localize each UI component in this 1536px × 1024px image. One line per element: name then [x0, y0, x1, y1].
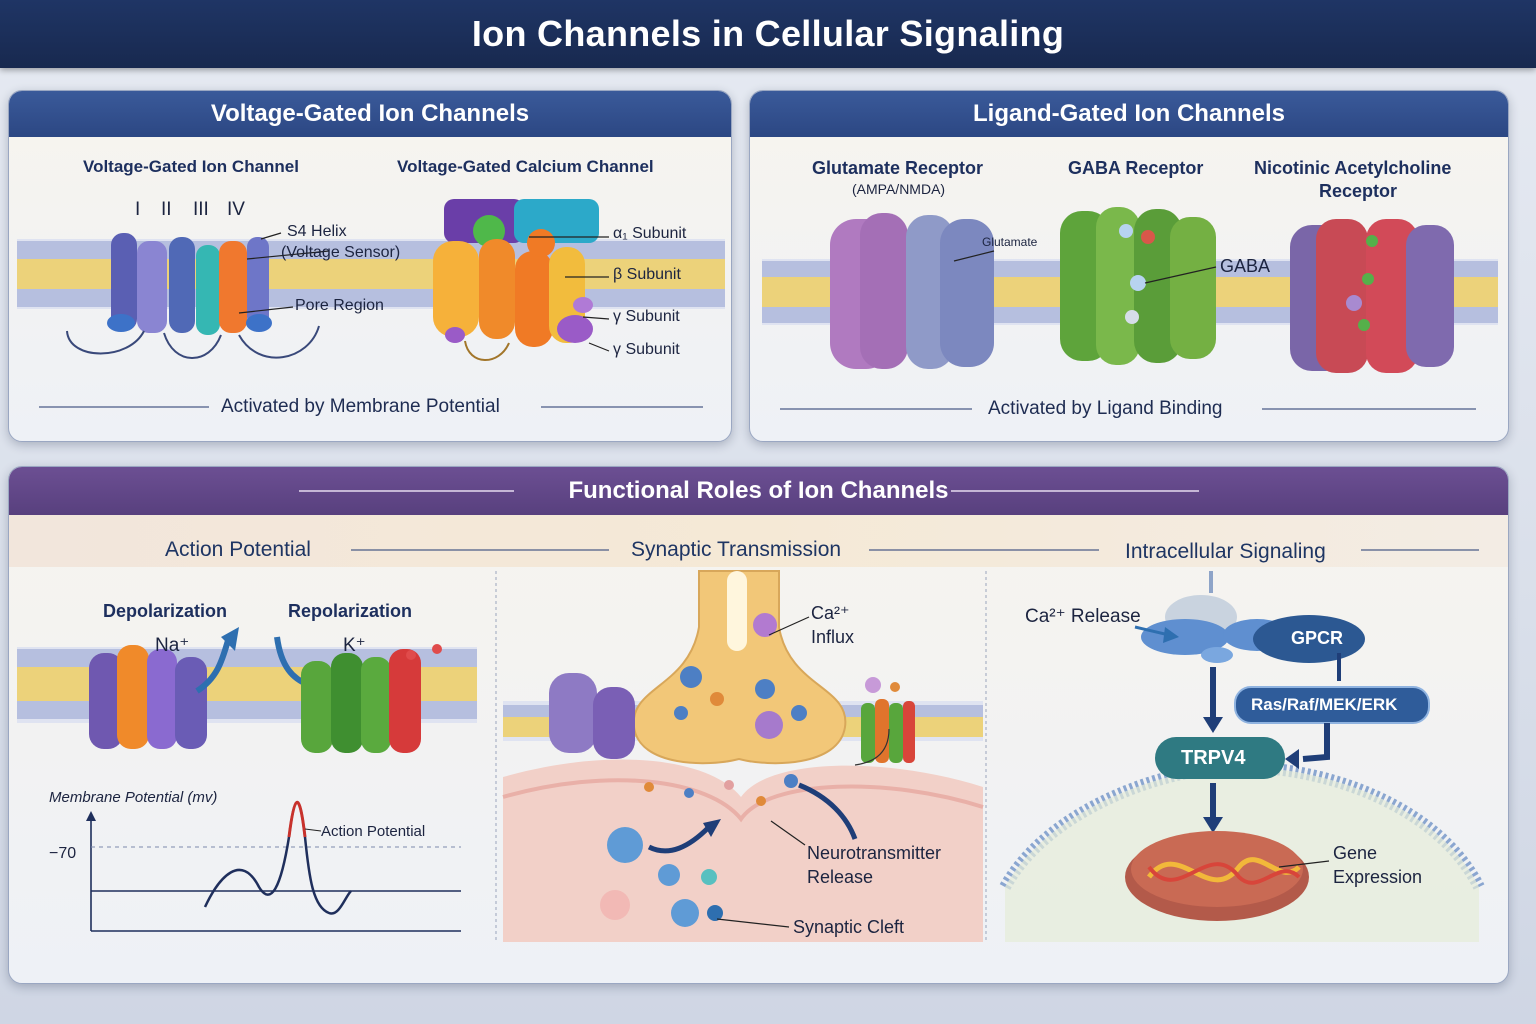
calcium-release-label: Ca²⁺ Release [1025, 606, 1141, 627]
nicotinic-receptor-title: Nicotinic Acetylcholine [1254, 158, 1452, 178]
nicotinic-receptor-title-2: Receptor [1319, 181, 1398, 201]
section-action-potential: Action Potential [165, 538, 311, 561]
gene-expression-label-2: Expression [1333, 867, 1423, 887]
ligand-gated-caption: Activated by Ligand Binding [988, 398, 1223, 419]
voltage-sensor-label: (Voltage Sensor) [281, 244, 401, 261]
gpcr-label: GPCR [1291, 628, 1344, 648]
voltage-gated-illustration [17, 199, 725, 408]
sodium-channel-shape [89, 627, 239, 749]
ligand-gated-illustration [762, 207, 1498, 410]
gaba-receptor-title: GABA Receptor [1068, 158, 1204, 178]
voltage-gated-header: Voltage-Gated Ion Channels [9, 91, 731, 137]
ligand-gated-header: Ligand-Gated Ion Channels [750, 91, 1508, 137]
glutamate-label: Glutamate [982, 235, 1038, 249]
voltage-gated-panel: Voltage-Gated Ion Channels [8, 90, 732, 442]
calcium-influx-label-2: Influx [811, 627, 855, 647]
nicotinic-receptor-shape [1290, 219, 1454, 373]
beta-subunit-label: β Subunit [613, 266, 681, 283]
voltage-gated-channel-shape [66, 233, 320, 359]
pore-region-label: Pore Region [295, 297, 384, 314]
neurotransmitter-label-2: Release [807, 867, 874, 887]
graph-y-axis-label: Membrane Potential (mv) [49, 789, 218, 806]
gaba-receptor-shape [1060, 207, 1216, 365]
domain-label-i: I [135, 199, 141, 220]
glutamate-receptor-title: Glutamate Receptor [812, 158, 984, 178]
voltage-gated-caption: Activated by Membrane Potential [221, 396, 500, 417]
synaptic-channel-left-shape [549, 673, 635, 759]
domain-label-iv: IV [227, 199, 245, 220]
synaptic-channel-right-shape [861, 677, 915, 763]
gaba-label: GABA [1220, 256, 1271, 276]
potassium-ion-label: K⁺ [343, 635, 366, 656]
glutamate-receptor-shape [830, 213, 994, 369]
domain-label-iii: III [193, 199, 209, 220]
domain-label-ii: II [161, 199, 172, 220]
action-potential-annotation: Action Potential [321, 823, 426, 840]
section-synaptic-transmission: Synaptic Transmission [631, 538, 842, 561]
calcium-influx-label: Ca²⁺ [811, 603, 850, 623]
synaptic-cleft-label: Synaptic Cleft [793, 917, 905, 937]
nucleus-dna-shape [1125, 831, 1309, 921]
page-title: Ion Channels in Cellular Signaling [0, 0, 1536, 68]
action-potential-trace [203, 801, 352, 915]
gamma-subunit-label-1: γ Subunit [613, 308, 680, 325]
neurotransmitter-label: Neurotransmitter [807, 843, 942, 863]
functional-roles-header: Functional Roles of Ion Channels [9, 467, 1508, 515]
receptor-complex-shape [1141, 595, 1365, 663]
functional-roles-illustration [17, 490, 1485, 942]
glutamate-receptor-subtitle: (AMPA/NMDA) [852, 181, 946, 197]
ras-pathway-label: Ras/Raf/MEK/ERK [1251, 695, 1398, 714]
calcium-channel-title: Voltage-Gated Calcium Channel [397, 157, 654, 176]
depolarization-label: Depolarization [103, 601, 228, 621]
gene-expression-label: Gene [1333, 843, 1378, 863]
section-intracellular-signaling: Intracellular Signaling [1125, 540, 1326, 563]
graph-tick-label: −70 [49, 845, 77, 862]
s4-helix-label: S4 Helix [287, 223, 347, 240]
gamma-subunit-label-2: γ Subunit [613, 341, 680, 358]
section-strip [9, 515, 1508, 567]
calcium-channel-shape [433, 199, 599, 361]
sodium-ion-label: Na⁺ [155, 635, 190, 656]
trpv4-label: TRPV4 [1181, 747, 1246, 769]
trpv4-box [1155, 737, 1285, 779]
functional-roles-panel: Functional Roles of Ion Channels [8, 466, 1509, 984]
ras-pathway-box [1234, 686, 1430, 724]
potassium-channel-shape [274, 636, 442, 753]
voltage-gated-channel-title: Voltage-Gated Ion Channel [83, 157, 299, 176]
presynaptic-terminal-shape [632, 570, 847, 765]
repolarization-label: Repolarization [288, 601, 413, 621]
ligand-gated-panel: Ligand-Gated Ion Channels [749, 90, 1509, 442]
alpha-subunit-label: α₁ Subunit [613, 225, 687, 242]
